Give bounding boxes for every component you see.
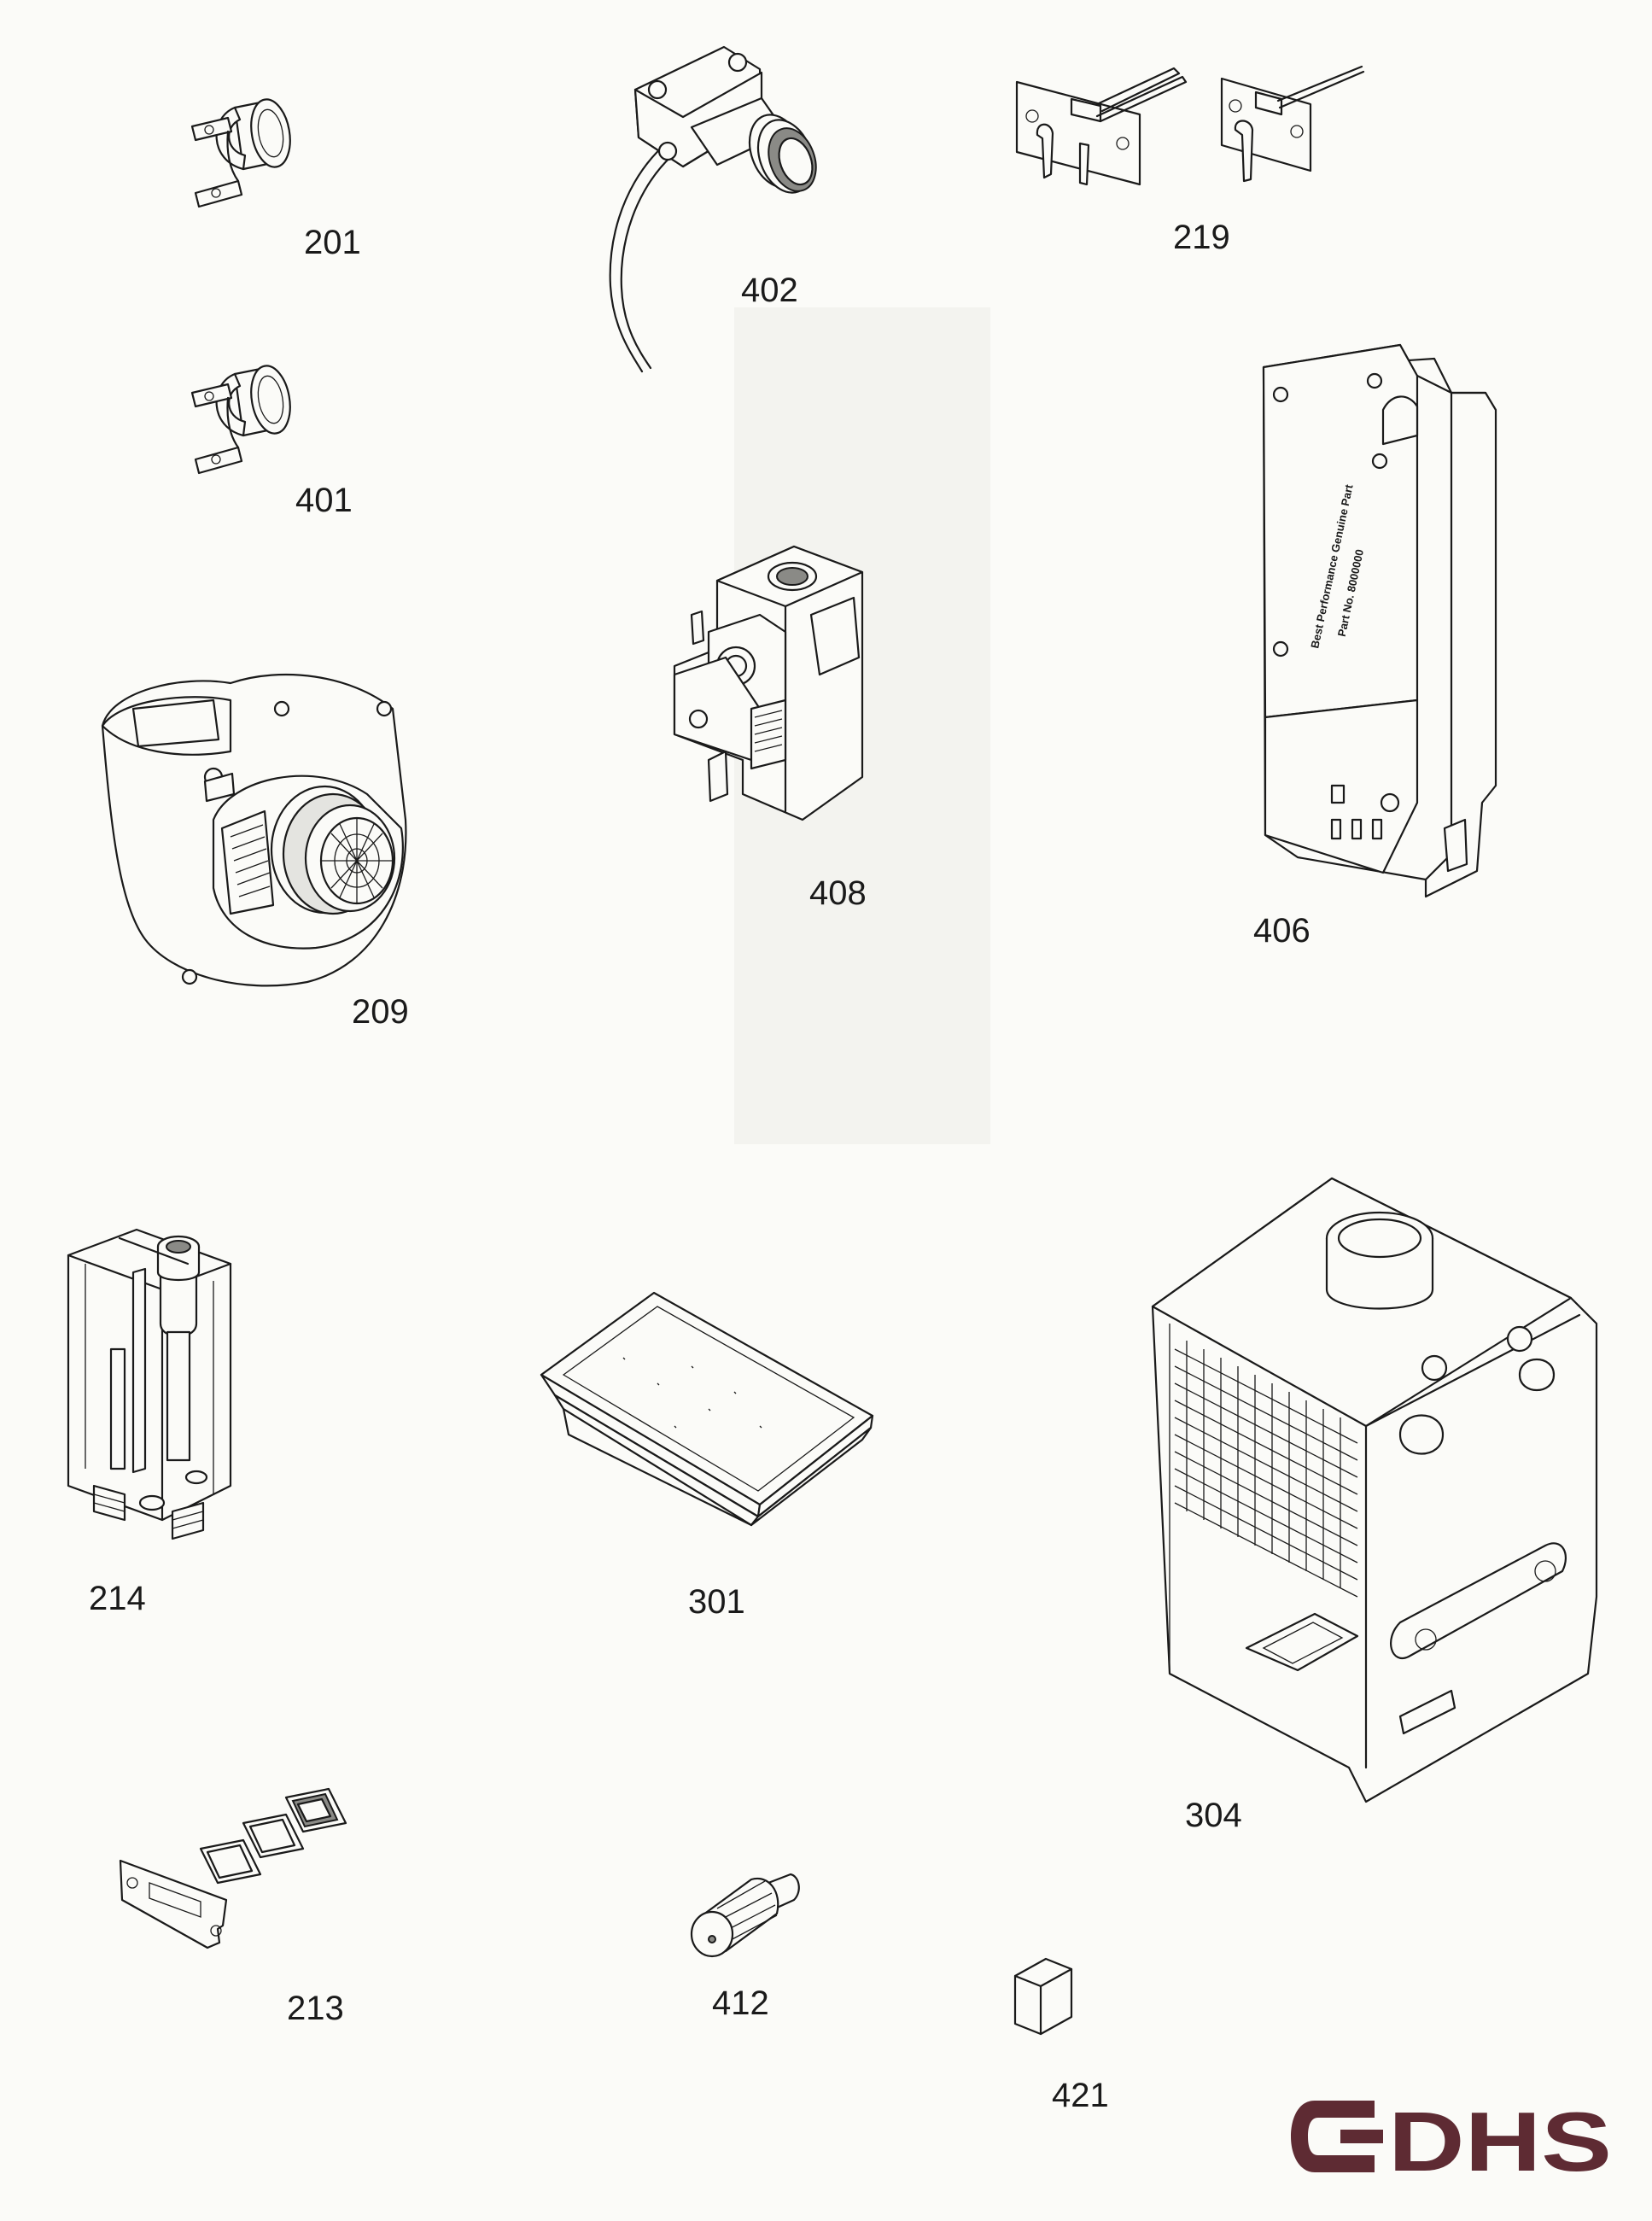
part-number-209: 209 <box>352 993 409 1031</box>
control-knob-icon <box>683 1866 803 1960</box>
part-number-301: 301 <box>688 1583 745 1621</box>
part-number-421: 421 <box>1052 2077 1109 2114</box>
pcb-control-box-icon: Best Performance Genuine Part Part No. 8… <box>1246 342 1503 914</box>
part-number-406: 406 <box>1253 912 1311 950</box>
part-number-201: 201 <box>304 224 361 261</box>
logo-text: DHS <box>1388 2095 1612 2179</box>
small-block-icon <box>1012 1955 1076 2037</box>
flow-sensor-icon <box>572 38 828 376</box>
part-number-214: 214 <box>89 1580 146 1617</box>
part-number-213: 213 <box>287 1990 344 2027</box>
clip-thermistor-icon <box>175 92 295 212</box>
clip-thermistor-icon <box>175 359 295 478</box>
auto-air-vent-icon <box>60 1213 248 1554</box>
electrode-pair-icon <box>1012 61 1370 198</box>
part-number-401: 401 <box>295 482 353 519</box>
gas-valve-icon <box>657 538 896 845</box>
part-number-219: 219 <box>1173 219 1230 256</box>
part-number-402: 402 <box>741 272 798 309</box>
fan-assembly-icon <box>94 658 423 995</box>
heat-exchanger-icon <box>1144 1170 1597 1802</box>
tray-icon <box>538 1289 879 1528</box>
gasket-set-icon <box>115 1780 354 1951</box>
part-number-412: 412 <box>712 1984 769 2022</box>
part-number-408: 408 <box>809 874 867 912</box>
part-number-304: 304 <box>1185 1797 1242 1834</box>
dhs-logo-icon: DHS <box>1291 2095 1612 2179</box>
